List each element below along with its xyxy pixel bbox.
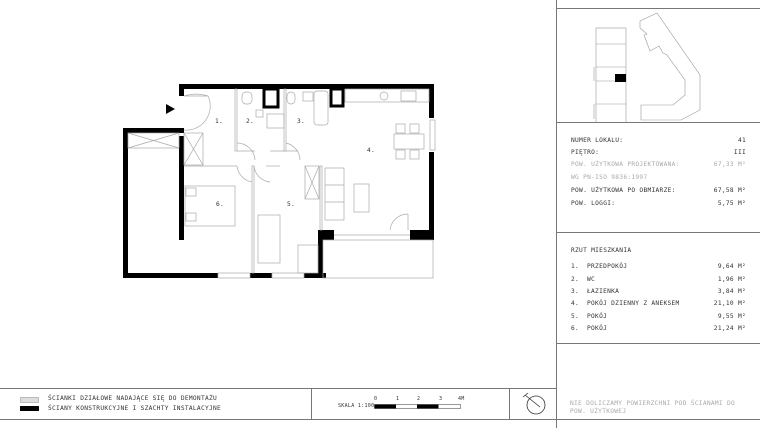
info-bottom-border (557, 232, 760, 233)
legend-label: ŚCIANKI DZIAŁOWE NADAJĄCE SIĘ DO DEMONTA… (48, 395, 218, 402)
scale-tick: 0 (374, 396, 378, 402)
rooms-bottom-border (557, 343, 760, 344)
plan-room-label-4: 4. (367, 147, 376, 154)
info-value: 67,33 M² (713, 161, 746, 168)
room-num: 1. (571, 263, 580, 270)
info-label: POW. UŻYTKOWA PROJEKTOWANA: (571, 161, 680, 168)
plan-room-label-3: 3. (297, 118, 306, 125)
footer-top-border (0, 388, 557, 389)
footer-divider-1 (311, 388, 312, 419)
apartment-marker (615, 74, 626, 82)
building-keyplan (593, 12, 701, 122)
info-label: POW. UŻYTKOWA PO OBMIARZE: (571, 187, 676, 194)
room-area: 1,96 M² (717, 276, 746, 283)
footer-bottom-border (0, 419, 760, 420)
room-num: 6. (571, 325, 580, 332)
plan-room-label-2: 2. (246, 118, 255, 125)
plan-room-label-5: 5. (287, 201, 296, 208)
legend-swatch-partition (20, 397, 39, 403)
scale-tick: 1 (396, 396, 400, 402)
legend-swatch-structural (20, 406, 39, 411)
info-value: 5,75 M² (717, 200, 746, 207)
info-label: WG PN-ISO 9836:1997 (571, 174, 648, 181)
room-area: 9,55 M² (717, 313, 746, 320)
room-name: POKÓJ (587, 325, 608, 332)
scale-tick: 3 (439, 396, 443, 402)
legend-label: ŚCIANY KONSTRUKCYJNE I SZACHTY INSTALACY… (48, 405, 222, 412)
room-num: 3. (571, 288, 580, 295)
room-area: 3,84 M² (717, 288, 746, 295)
rooms-title: RZUT MIESZKANIA (571, 247, 632, 254)
info-label: NUMER LOKALU: (571, 137, 624, 144)
info-label: PIĘTRO: (571, 149, 600, 156)
keyplan-bottom-border (557, 122, 760, 123)
room-area: 21,24 M² (713, 325, 746, 332)
room-area: 9,64 M² (717, 263, 746, 270)
room-name: POKÓJ DZIENNY Z ANEKSEM (587, 300, 680, 307)
area-note: NIE DOLICZAMY POWIERZCHNI POD ŚCIANAMI D… (570, 400, 736, 415)
scale-bar-graphic (374, 404, 461, 409)
room-name: POKÓJ (587, 313, 608, 320)
scale-label: SKALA 1:100 (338, 403, 375, 409)
keyplan-top-border (557, 8, 760, 9)
room-num: 2. (571, 276, 580, 283)
scale-tick: 4M (458, 396, 465, 402)
footer-divider-2 (509, 388, 510, 419)
info-value: III (733, 149, 746, 156)
plan-room-label-1: 1. (215, 118, 224, 125)
info-value: 41 (737, 137, 746, 144)
scale-tick: 2 (417, 396, 421, 402)
entrance-arrow-icon (166, 104, 175, 114)
room-num: 4. (571, 300, 580, 307)
room-num: 5. (571, 313, 580, 320)
panel-divider (556, 0, 557, 428)
floor-plan (123, 84, 436, 279)
info-label: POW. LOGGI: (571, 200, 616, 207)
room-name: PRZEDPOKÓJ (587, 263, 628, 270)
plan-room-label-6: 6. (216, 201, 225, 208)
info-value: 67,58 M² (713, 187, 746, 194)
room-area: 21,10 M² (713, 300, 746, 307)
room-name: WC (587, 276, 596, 283)
room-name: ŁAZIENKA (587, 288, 620, 295)
north-compass-icon (522, 392, 546, 415)
